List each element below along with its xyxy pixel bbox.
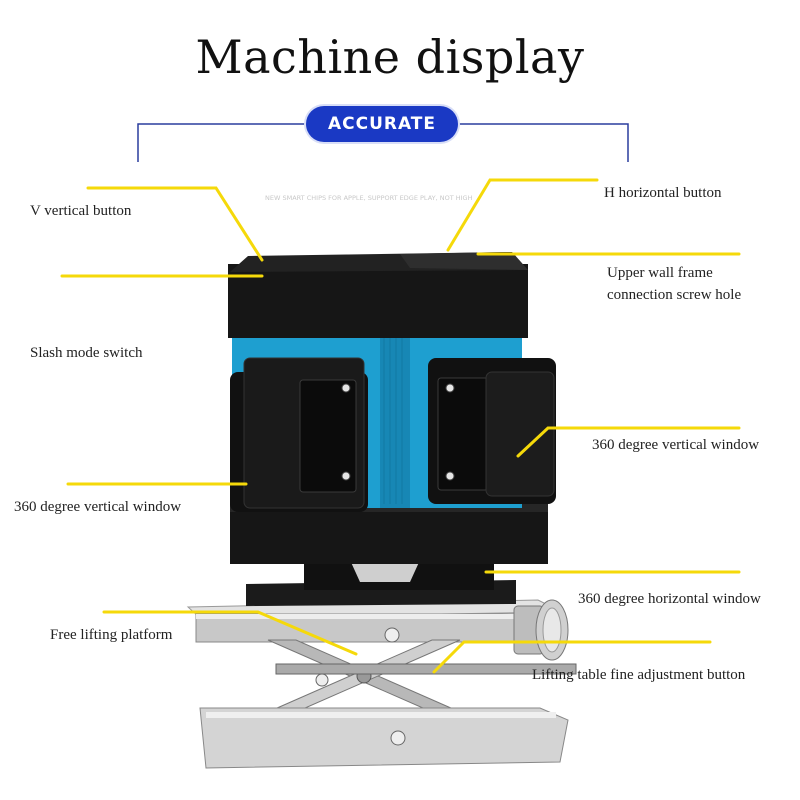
label-v-button: V vertical button [30, 203, 132, 219]
accurate-badge: ACCURATE [306, 106, 458, 142]
lifting-platform-art [186, 599, 577, 769]
laser-level-art [228, 252, 556, 606]
label-fine-adjust: Lifting table fine adjustment button [532, 667, 746, 683]
label-lifting-platform: Free lifting platform [50, 627, 173, 643]
label-horizontal-window: 360 degree horizontal window [578, 591, 761, 607]
label-vertical-window-left: 360 degree vertical window [14, 499, 182, 515]
badge-bracket-right [458, 123, 629, 162]
label-h-button: H horizontal button [604, 185, 722, 201]
fine-print: NEW SMART CHIPS FOR APPLE, SUPPORT EDGE … [265, 194, 473, 202]
leader-lines [60, 178, 741, 674]
leader-fine-adjust [432, 640, 712, 674]
leader-vertical-window-right [516, 426, 741, 458]
label-vertical-window-right: 360 degree vertical window [592, 437, 760, 453]
label-screw-hole-line1: Upper wall frame [607, 265, 713, 281]
badge-bracket-left [137, 123, 306, 162]
leader-lifting-platform [102, 610, 358, 656]
leader-h-button [446, 178, 599, 252]
leader-v-button [86, 186, 264, 262]
page-title: Machine display [195, 30, 585, 84]
label-screw-hole-line2: connection screw hole [607, 287, 742, 303]
label-slash-switch: Slash mode switch [30, 345, 143, 361]
